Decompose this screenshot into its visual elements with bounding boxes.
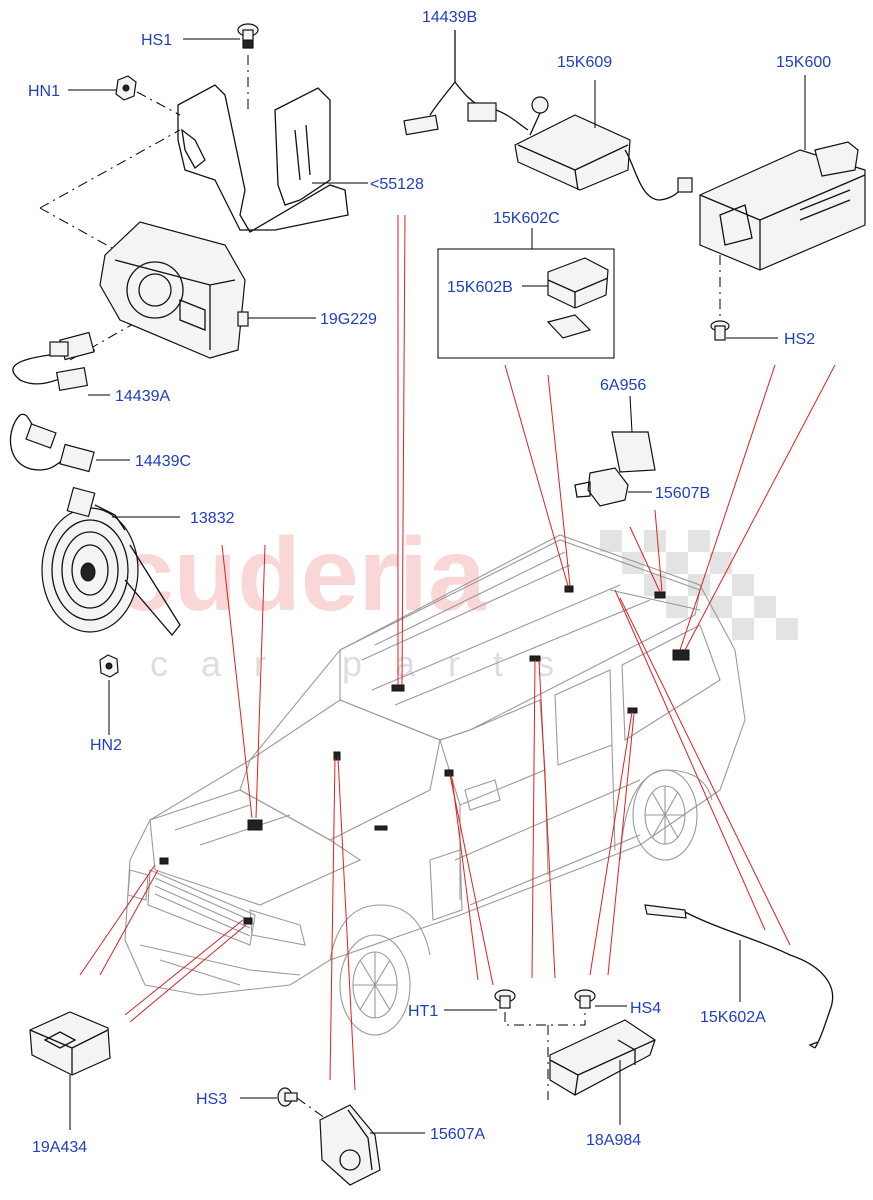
harness-14439b bbox=[403, 30, 529, 136]
callout-15k609: 15K609 bbox=[557, 54, 612, 71]
antenna-cable-15k602a bbox=[644, 904, 834, 1049]
callout-15k602a: 15K602A bbox=[700, 1009, 766, 1026]
callout-labels: HS1 HN1 14439B 15K609 15K600 <55128 15K6… bbox=[28, 9, 831, 1156]
installed-markers bbox=[159, 585, 690, 925]
harness-14439a bbox=[12, 331, 96, 391]
sensor-15607a bbox=[319, 1104, 381, 1186]
sensor-15607b bbox=[574, 467, 629, 507]
callout-15607a: 15607A bbox=[430, 1126, 485, 1143]
location-lines bbox=[79, 214, 836, 1091]
callout-14439b: 14439B bbox=[422, 9, 477, 26]
callout-hs1: HS1 bbox=[141, 32, 172, 49]
callout-18a984: 18A984 bbox=[586, 1132, 641, 1149]
harness-14439c bbox=[9, 413, 95, 473]
bolt-hs3-icon bbox=[277, 1087, 298, 1107]
module-18a984 bbox=[549, 1019, 656, 1096]
bolt-hs1-icon bbox=[237, 23, 259, 49]
fastener-hs4-icon bbox=[574, 989, 596, 1009]
callout-6a956: 6A956 bbox=[600, 377, 646, 394]
nut-hn1-icon bbox=[115, 75, 137, 101]
vehicle-outline bbox=[124, 534, 746, 1036]
callout-19a434: 19A434 bbox=[32, 1139, 87, 1156]
horn-13832 bbox=[41, 486, 181, 637]
pad-6a956 bbox=[611, 431, 656, 473]
callout-15k602b: 15K602B bbox=[447, 279, 513, 296]
callout-ht1: HT1 bbox=[408, 1003, 438, 1020]
module-15k602b bbox=[546, 257, 609, 339]
callout-14439a: 14439A bbox=[115, 388, 170, 405]
callout-hn1: HN1 bbox=[28, 83, 60, 100]
callout-14439c: 14439C bbox=[135, 453, 191, 470]
callout-hs2: HS2 bbox=[784, 331, 815, 348]
fastener-ht1-icon bbox=[494, 989, 516, 1009]
bolt-hs2-icon bbox=[710, 320, 730, 341]
module-15k600 bbox=[699, 141, 866, 271]
callout-55128: <55128 bbox=[370, 176, 424, 193]
kit-box-15k602c bbox=[437, 248, 615, 359]
callout-15k600: 15K600 bbox=[776, 54, 831, 71]
callout-15k602c: 15K602C bbox=[493, 210, 560, 227]
watermark-sub: car parts bbox=[150, 643, 587, 684]
callout-hs3: HS3 bbox=[196, 1091, 227, 1108]
bracket-19a434 bbox=[29, 1011, 111, 1076]
nut-hn2-icon bbox=[99, 654, 119, 678]
callout-13832: 13832 bbox=[190, 510, 235, 527]
callout-hs4: HS4 bbox=[630, 1000, 661, 1017]
callout-15607b: 15607B bbox=[655, 485, 710, 502]
callout-hn2: HN2 bbox=[90, 737, 122, 754]
module-19g229 bbox=[99, 221, 249, 359]
callout-19g229: 19G229 bbox=[320, 311, 377, 328]
horn-bracket bbox=[177, 84, 349, 233]
module-15k609 bbox=[514, 96, 693, 201]
